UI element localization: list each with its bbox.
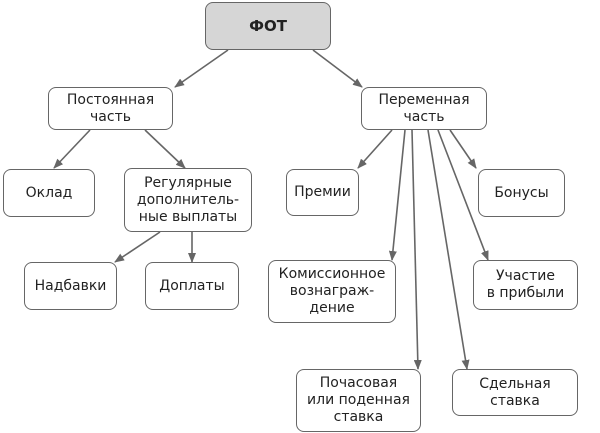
- edge-regular-allowances: [114, 231, 161, 263]
- node-bonuses-label: Бонусы: [494, 184, 549, 201]
- edge-variable-piecework: [427, 129, 470, 370]
- node-salary: Оклад: [3, 169, 95, 217]
- node-hourly-rate: Почасовая или поденная ставка: [296, 369, 421, 432]
- node-hourly-rate-label: Почасовая или поденная ставка: [307, 375, 410, 425]
- edge-variable-hourly: [411, 129, 422, 370]
- node-regular-payments-label: Регулярные дополнитель- ные выплаты: [136, 174, 240, 225]
- node-profit-share-label: Участие в прибыли: [486, 268, 565, 301]
- node-bonuses: Бонусы: [478, 169, 565, 217]
- node-premii: Премии: [286, 169, 359, 216]
- edge-root-variable: [312, 49, 363, 88]
- edge-root-permanent: [174, 49, 229, 88]
- node-profit-share: Участие в прибыли: [473, 260, 578, 310]
- node-permanent-part-label: Постоянная часть: [66, 91, 155, 125]
- edge-variable-bonuses: [449, 129, 477, 169]
- node-permanent-part: Постоянная часть: [48, 87, 173, 130]
- node-commission: Комиссионное вознаграж- дение: [268, 260, 396, 323]
- node-salary-label: Оклад: [25, 184, 73, 201]
- node-surcharges-label: Доплаты: [159, 277, 225, 294]
- edge-permanent-salary: [53, 129, 91, 169]
- root-node-label: ФОТ: [249, 16, 287, 35]
- edge-variable-profit-share: [437, 129, 489, 261]
- node-commission-label: Комиссионное вознаграж- дение: [278, 266, 386, 316]
- node-variable-part: Переменная часть: [361, 87, 487, 130]
- node-surcharges: Доплаты: [145, 262, 239, 310]
- edge-variable-commission: [388, 129, 406, 261]
- node-regular-payments: Регулярные дополнитель- ные выплаты: [124, 168, 252, 232]
- edge-permanent-regular: [144, 129, 186, 169]
- root-node-fot: ФОТ: [205, 2, 331, 50]
- node-allowances: Надбавки: [24, 262, 117, 310]
- node-premii-label: Премии: [294, 184, 351, 200]
- edge-variable-premii: [357, 129, 393, 169]
- node-variable-part-label: Переменная часть: [378, 91, 470, 125]
- node-piecework-rate: Сдельная ставка: [452, 369, 578, 416]
- node-piecework-rate-label: Сдельная ставка: [479, 375, 551, 409]
- node-allowances-label: Надбавки: [34, 277, 107, 294]
